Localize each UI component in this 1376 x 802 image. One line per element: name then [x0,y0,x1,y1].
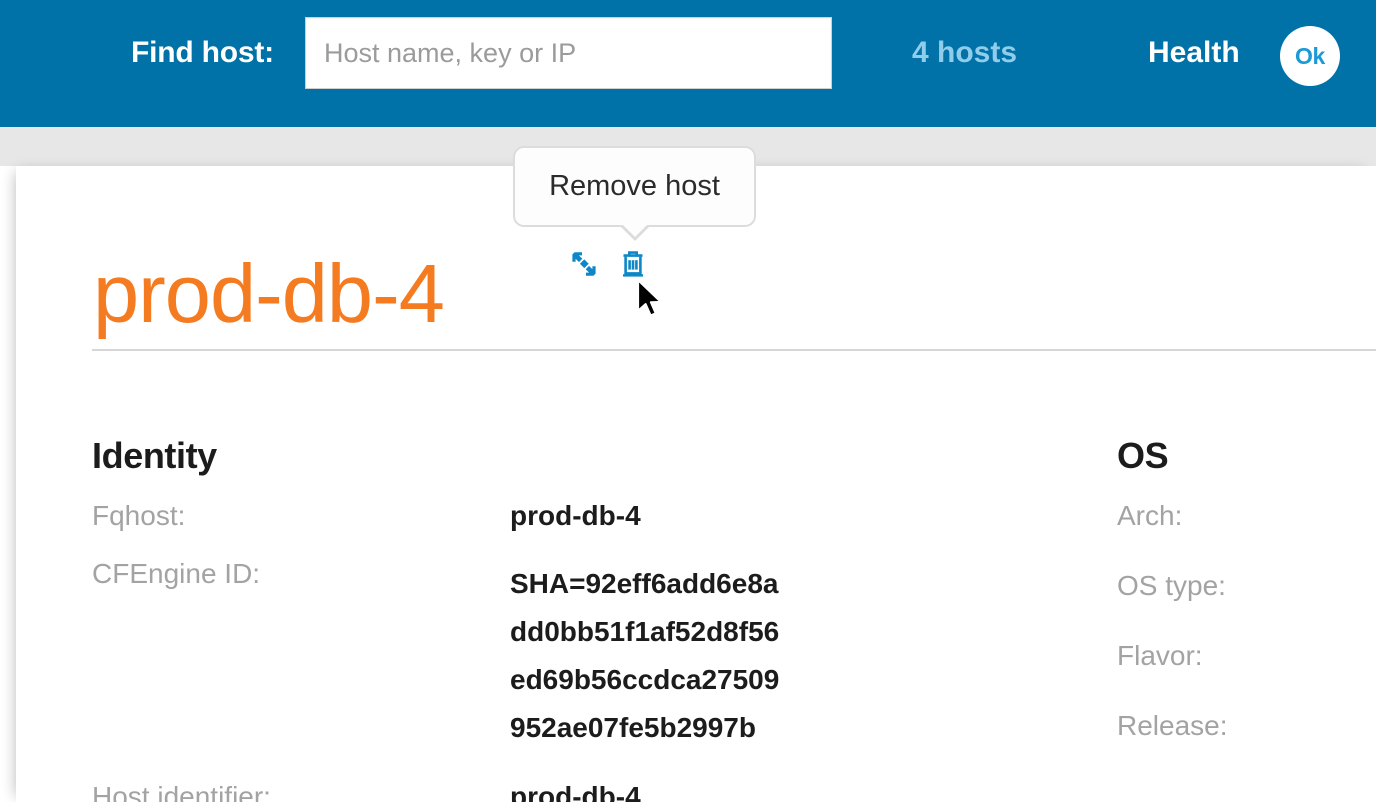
health-label: Health [1148,36,1240,69]
search-input[interactable] [305,17,832,89]
info-label: Host identifier: [92,780,271,802]
info-label: Flavor: [1117,640,1203,671]
info-value: prod-db-4 [510,780,641,802]
page-title: prod-db-4 [93,246,445,340]
info-row: Arch: [1117,502,1376,530]
find-host-label: Find host: [131,36,274,69]
trash-icon[interactable] [617,248,649,280]
title-action-buttons [568,248,649,280]
top-navigation-bar: Find host: 4 hosts Health Ok [0,0,1376,127]
info-value: prod-db-4 [510,500,641,531]
info-value: SHA=92eff6add6e8add0bb51f1af52d8f56ed69b… [510,568,780,744]
tooltip-remove-host: Remove host [513,146,756,241]
tooltip-arrow-fill [620,223,649,237]
info-label: CFEngine ID: [92,558,261,589]
info-row: Release: [1117,712,1376,740]
section-os: OS Arch: OS type: Flavor: Release: [1117,438,1376,782]
content-card: prod-db-4 [16,166,1376,802]
section-identity: Identity Fqhost: prod-db-4 CFEngine ID: … [92,438,792,802]
info-label: Release: [1117,710,1228,741]
info-label: OS type: [1117,570,1226,601]
info-row: CFEngine ID: SHA=92eff6add6e8add0bb51f1a… [92,560,792,753]
health-status-badge[interactable]: Ok [1280,26,1340,86]
section-title-identity: Identity [92,435,217,476]
info-row: Flavor: [1117,642,1376,670]
info-label: Arch: [1117,500,1183,531]
title-divider [92,349,1376,351]
tooltip-label: Remove host [549,170,720,202]
info-row: Host identifier: prod-db-4 [92,780,792,802]
info-label: Fqhost: [92,500,186,531]
section-title-os: OS [1117,435,1169,476]
info-row: OS type: [1117,572,1376,600]
host-count-label: 4 hosts [912,36,1018,69]
info-row: Fqhost: prod-db-4 [92,502,792,530]
link-icon[interactable] [568,248,600,280]
